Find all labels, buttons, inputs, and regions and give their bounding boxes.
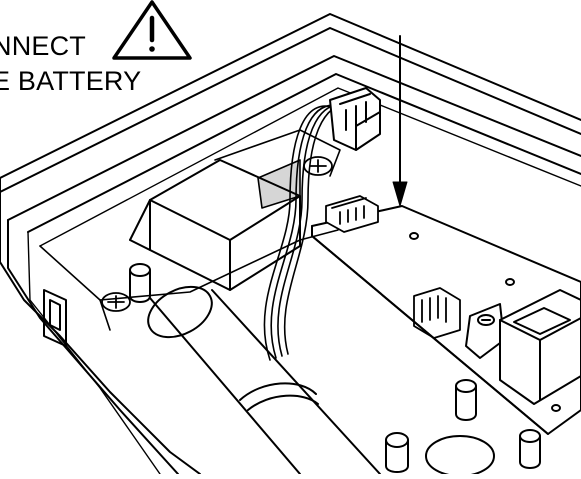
battery-plug xyxy=(329,87,381,151)
down-arrow-icon xyxy=(392,35,408,207)
caption-line-2: E BATTERY xyxy=(0,66,142,96)
caption-line-1: NNECT xyxy=(0,31,86,61)
interior-wall xyxy=(39,129,341,331)
wire-harness xyxy=(263,102,359,361)
battery-holder xyxy=(129,159,301,291)
terminal-block xyxy=(413,287,461,339)
standoff-posts xyxy=(129,263,541,477)
battery-cylinder xyxy=(147,285,381,475)
warning-triangle-icon xyxy=(112,0,192,60)
side-latch xyxy=(43,289,67,347)
enclosure-rim xyxy=(0,13,581,475)
board-connector xyxy=(325,195,379,233)
relay-component xyxy=(465,289,581,405)
